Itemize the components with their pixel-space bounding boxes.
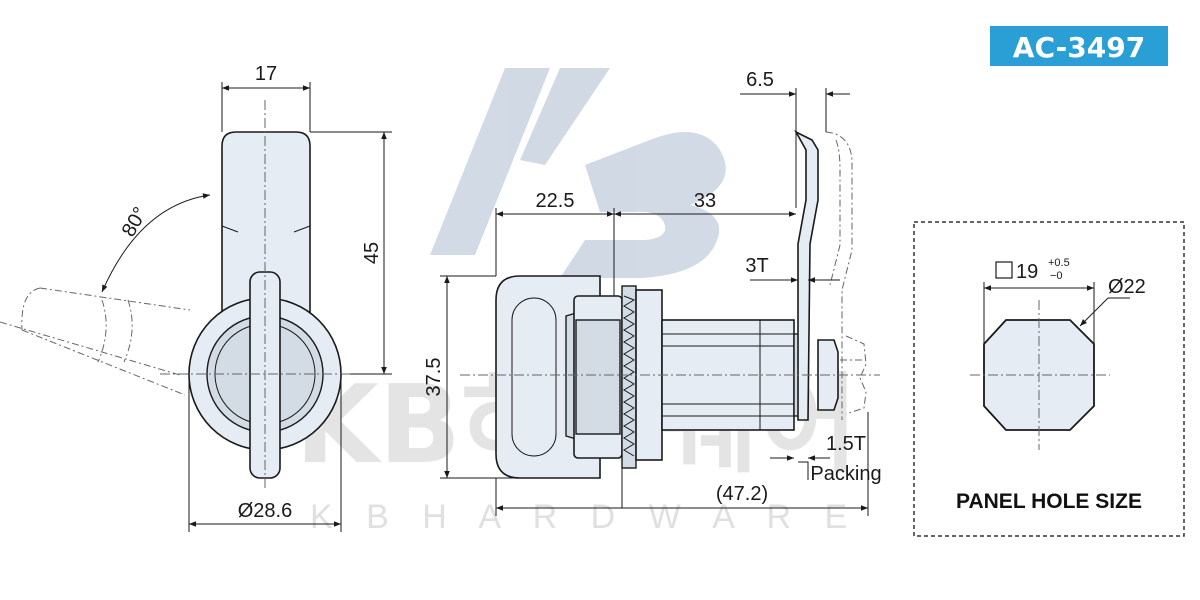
panel-hole-detail: 19 +0.5 −0 Ø22 PANEL HOLE SIZE	[913, 221, 1185, 537]
dim-packing-thickness: 1.5T	[826, 433, 866, 455]
side-cam	[794, 130, 819, 421]
dim-body-length-22-5: 22.5	[536, 190, 575, 212]
dim-width-17: 17	[255, 63, 277, 85]
dim-shaft-length-33: 33	[694, 190, 716, 212]
dim-height-45: 45	[361, 242, 383, 264]
side-view: 22.5 33 6.5 3T 37.5 1.5T Packing (47.2)	[423, 69, 882, 516]
watermark-sub-text: K B H A R D W A R E	[310, 498, 859, 536]
dim-diameter-28-6: Ø28.6	[238, 500, 292, 522]
square-symbol-icon	[995, 261, 1013, 279]
dim-tol-upper: +0.5	[1048, 257, 1070, 269]
dim-tol-lower: −0	[1050, 270, 1063, 282]
dim-diameter-22: Ø22	[1108, 276, 1146, 298]
dim-body-height-37-5: 37.5	[423, 358, 445, 397]
dim-square-19: 19	[1016, 261, 1038, 283]
cam-arm	[221, 131, 311, 321]
dim-angle-80: 80°	[118, 203, 152, 240]
dim-overall-length-47-2: (47.2)	[716, 483, 768, 505]
dim-cam-thickness-3t: 3T	[745, 255, 768, 277]
panel-hole-title: PANEL HOLE SIZE	[956, 490, 1142, 513]
rotated-cam-outline	[0, 287, 191, 396]
packing-label: Packing	[810, 463, 881, 485]
panel-hole-frame	[913, 221, 1185, 537]
model-badge: AC-3497	[990, 26, 1168, 66]
dim-cam-offset-6-5: 6.5	[746, 69, 774, 91]
kb-watermark-logo	[430, 68, 726, 278]
model-code: AC-3497	[1013, 31, 1145, 64]
